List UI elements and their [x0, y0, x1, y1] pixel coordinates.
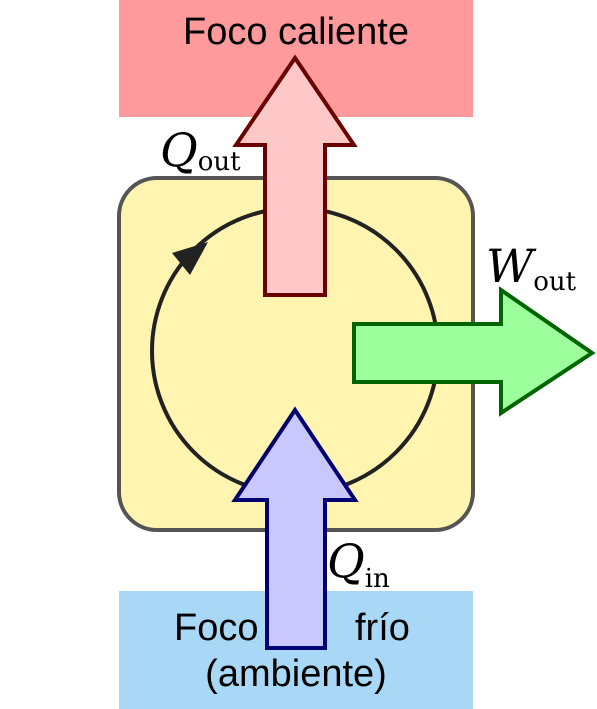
q-out-subscript: out — [198, 147, 241, 177]
cold-reservoir-label-line2: (ambiente) — [205, 653, 387, 695]
cold-reservoir-label-left: Foco — [174, 607, 258, 649]
q-out-arrow — [232, 54, 358, 297]
w-out-symbol: W — [486, 239, 537, 293]
q-out-symbol: Q — [160, 123, 198, 177]
hot-reservoir-label: Foco caliente — [183, 11, 409, 53]
cold-reservoir-label-right: frío — [355, 607, 410, 649]
q-in-label: Qin — [327, 534, 390, 594]
w-out-arrow — [352, 286, 596, 417]
w-out-subscript: out — [533, 267, 576, 297]
q-in-subscript: in — [365, 564, 390, 594]
q-out-label: Qout — [160, 123, 241, 177]
q-in-arrow — [231, 406, 359, 650]
cycle-arrowhead-icon — [172, 242, 208, 275]
w-out-label: Wout — [486, 239, 577, 297]
q-in-symbol: Q — [327, 534, 365, 588]
